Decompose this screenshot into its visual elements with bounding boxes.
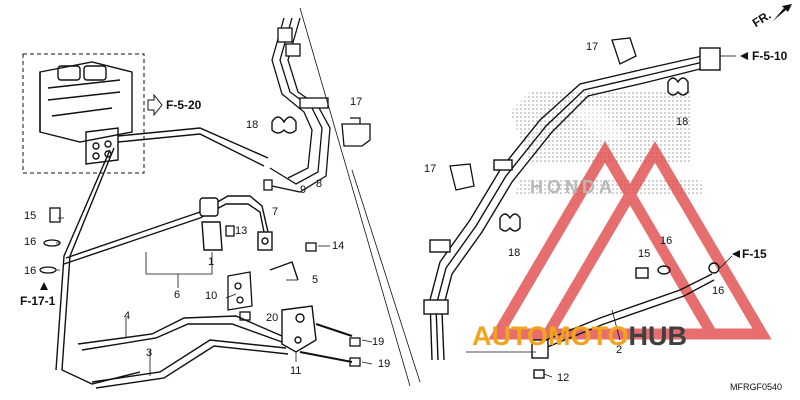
three-way-joint-11	[281, 305, 353, 363]
pipe-clamp-18-left	[271, 116, 297, 134]
label-part-12: 12	[557, 372, 570, 384]
label-part-9: 9	[300, 184, 307, 196]
bracket-10	[227, 271, 253, 311]
leader-lines	[56, 7, 736, 387]
arrow-f171	[40, 282, 48, 290]
label-part-15-right: 15	[638, 248, 651, 260]
label-part-3: 3	[146, 347, 153, 359]
label-part-16-left-upper: 16	[24, 236, 37, 248]
brake-pipes-3-4	[77, 315, 289, 389]
brake-pipe-5	[269, 261, 299, 281]
label-part-13: 13	[235, 225, 248, 237]
banjo-bolt-left	[39, 207, 61, 274]
label-part-19-upper: 19	[372, 336, 385, 348]
label-part-18-right: 18	[508, 247, 521, 259]
label-part-8: 8	[316, 178, 323, 190]
label-part-19-lower: 19	[378, 358, 391, 370]
pipe-bundle-right	[423, 47, 721, 361]
label-part-7: 7	[272, 206, 279, 218]
label-part-6: 6	[174, 289, 181, 301]
label-part-17-center: 17	[350, 96, 363, 108]
ref-f15[interactable]: F-15	[742, 247, 767, 261]
label-part-2: 2	[616, 344, 623, 356]
honda-wing-emblem	[510, 92, 705, 196]
label-part-15-left: 15	[24, 210, 37, 222]
brake-hose-2	[531, 262, 720, 379]
watermark-triangle-logo	[488, 141, 772, 340]
watermark-part-1: AUTOMOTO	[472, 321, 629, 351]
bolts-center	[225, 179, 361, 367]
abs-modulator	[22, 53, 145, 174]
front-direction-arrow	[772, 4, 792, 22]
watermark-part-2: HUB	[628, 321, 688, 351]
label-part-16-right-lower: 16	[712, 285, 725, 297]
ref-f171[interactable]: F-17-1	[20, 294, 56, 308]
pipe-bundle-center	[269, 17, 331, 193]
reference-arrow-f520	[147, 93, 163, 117]
ref-f520[interactable]: F-5-20	[166, 98, 202, 112]
label-part-17-right: 17	[424, 163, 437, 175]
label-part-5: 5	[312, 274, 319, 286]
diagram-code: MFRGF0540	[730, 382, 783, 392]
ref-f510[interactable]: F-5-10	[752, 49, 788, 63]
label-part-14: 14	[332, 240, 345, 252]
label-part-4: 4	[124, 310, 131, 322]
brake-hose-6	[63, 195, 273, 265]
arrow-f510	[740, 52, 748, 60]
label-part-11: 11	[290, 365, 302, 377]
label-part-16-right-upper: 16	[660, 235, 673, 247]
label-part-16-left-lower: 16	[24, 265, 37, 277]
label-part-1: 1	[208, 256, 215, 268]
label-part-17-top-right: 17	[586, 41, 599, 53]
arrow-f15	[732, 250, 740, 258]
label-part-18-left: 18	[246, 119, 259, 131]
label-part-20: 20	[266, 312, 279, 324]
pipe-bracket-17-center	[341, 117, 371, 147]
pipe-clamps-18-right	[499, 77, 689, 232]
honda-emblem-text: HONDA	[530, 177, 616, 197]
pipe-brackets-17-right	[449, 37, 637, 191]
label-part-18-top-right: 18	[676, 116, 689, 128]
label-part-10: 10	[205, 290, 218, 302]
watermark-wordmark: AUTOMOTOHUB	[472, 323, 687, 350]
